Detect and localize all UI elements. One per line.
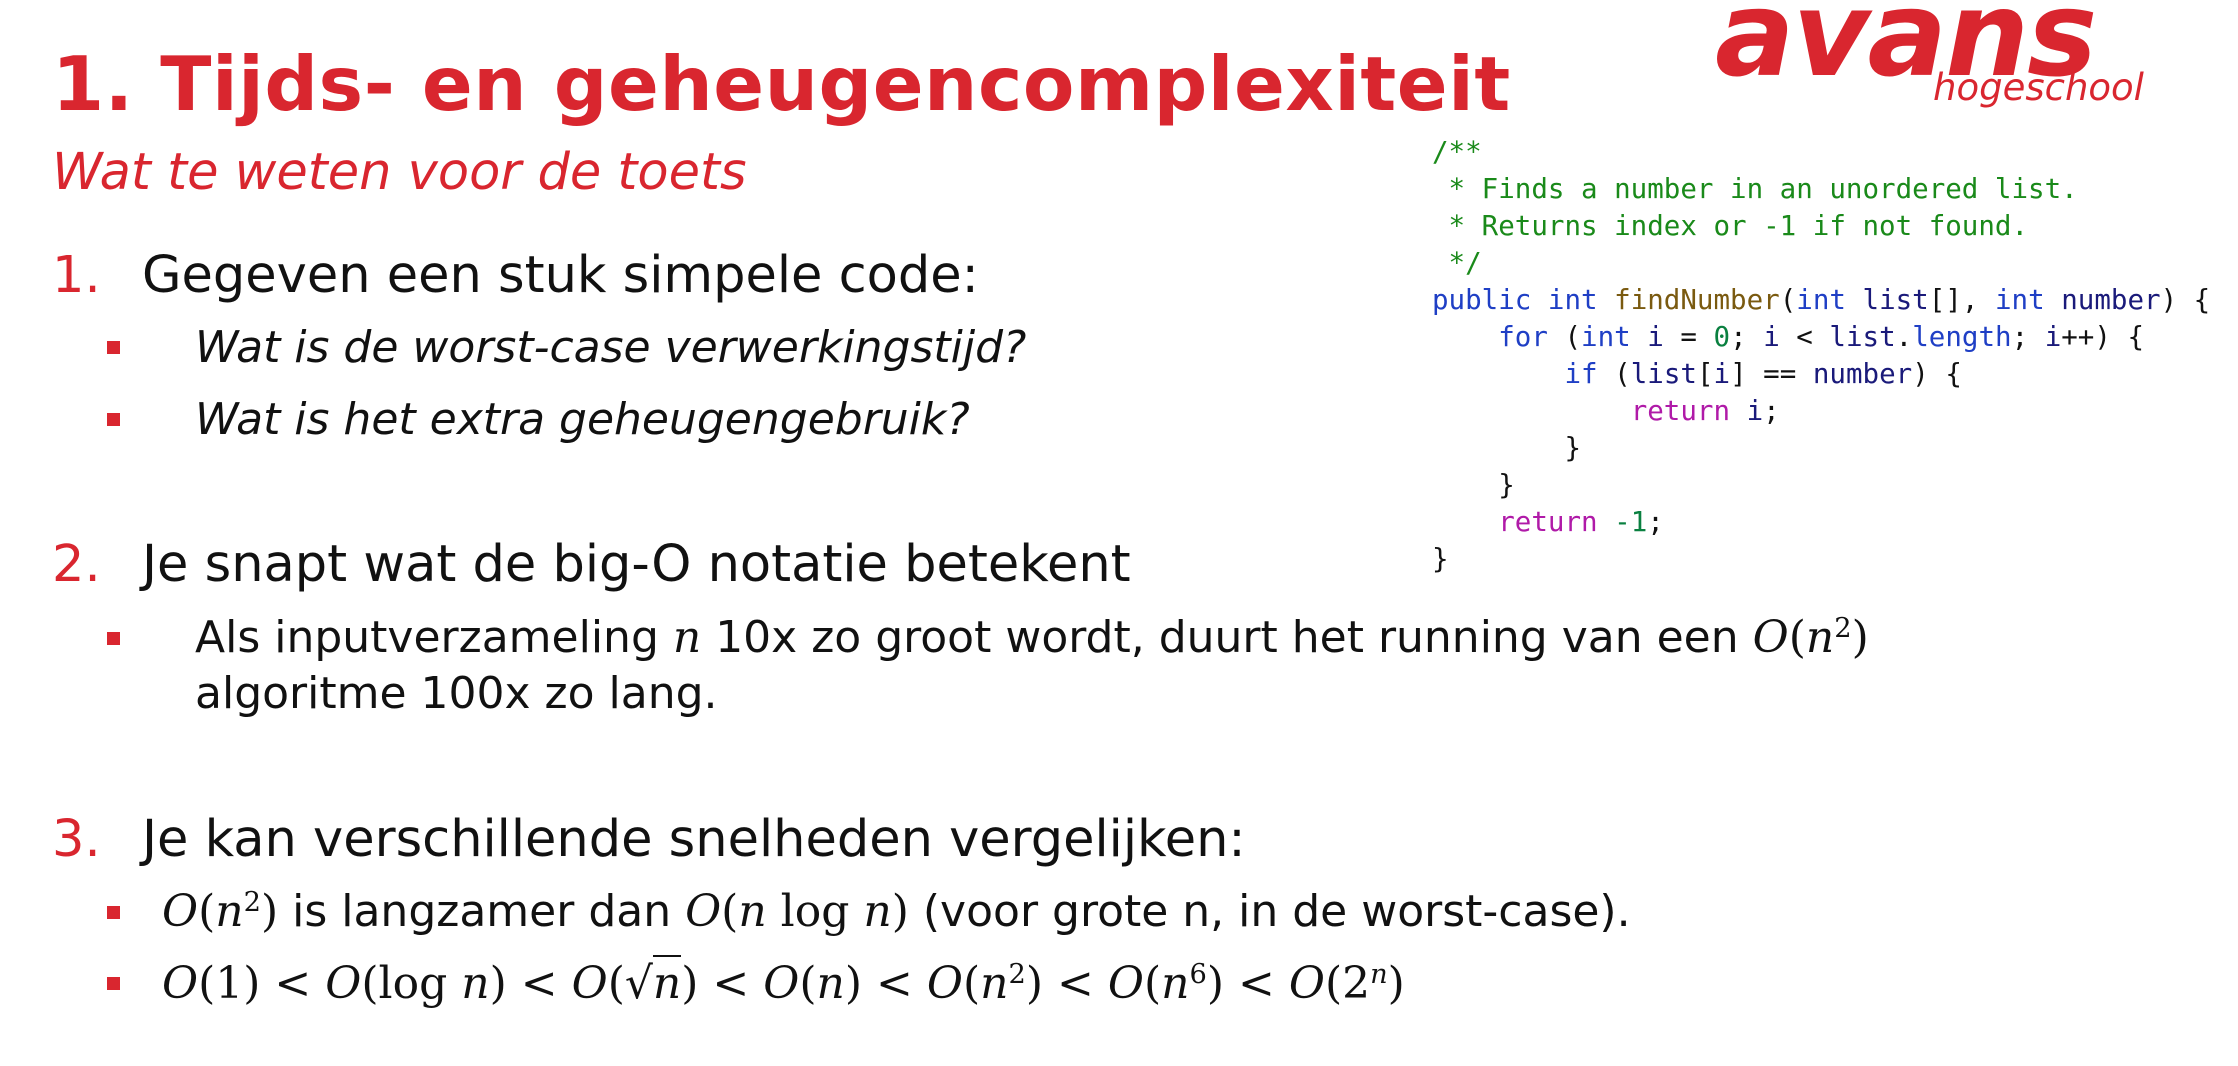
code-keyword: int <box>1796 284 1846 316</box>
section-3-number: 3. <box>52 810 101 869</box>
section-1-bullet-2: Wat is het extra geheugengebruik? <box>195 394 970 445</box>
bullet-marker <box>107 341 120 354</box>
code-variable: i <box>1647 321 1664 353</box>
formula-o-n-squared: O(n2) <box>162 886 279 937</box>
section-2-heading: Je snapt wat de big-O notatie betekent <box>142 535 1131 594</box>
bullet-text: (voor grote n, in de worst-case). <box>908 886 1631 937</box>
code-param: list <box>1862 284 1929 316</box>
code-keyword: for <box>1498 321 1548 353</box>
bullet-text: is langzamer dan <box>278 886 686 937</box>
code-comment: * Finds a number in an unordered list. <box>1432 173 2078 205</box>
bullet-marker <box>107 906 120 919</box>
code-comment: /** <box>1432 136 1482 168</box>
code-keyword: public <box>1432 284 1532 316</box>
code-variable: i <box>2044 321 2062 353</box>
code-keyword: int <box>1581 321 1631 353</box>
code-comment: * Returns index or -1 if not found. <box>1432 210 2029 242</box>
section-2-bullet-line-1: Als inputverzameling n 10x zo groot word… <box>195 612 1869 663</box>
complexity-ordering-formula: O(1) < O(log n) < O(√n) < O(n) < O(n2) <… <box>162 955 1405 1009</box>
code-return-keyword: return <box>1630 395 1731 427</box>
section-3-heading: Je kan verschillende snelheden vergelijk… <box>142 810 1246 869</box>
section-3-bullet-1: O(n2) is langzamer dan O(n log n) (voor … <box>162 886 1631 937</box>
bullet-marker <box>107 413 120 426</box>
code-variable: i <box>1713 358 1731 390</box>
code-function-name: findNumber <box>1614 284 1780 316</box>
code-snippet: /** * Finds a number in an unordered lis… <box>1432 136 2211 575</box>
bullet-marker <box>107 632 120 645</box>
formula-o-n-log-n: O(n log n) <box>685 886 909 937</box>
avans-logo: avans hogeschool <box>1705 0 2144 115</box>
code-variable: i <box>1763 321 1780 353</box>
section-2-number: 2. <box>52 535 101 594</box>
logo-subtitle: hogeschool <box>1933 66 2144 109</box>
bullet-marker <box>107 977 120 990</box>
page-title: 1. Tijds- en geheugencomplexiteit <box>52 40 1511 128</box>
logo-wordmark: avans <box>1715 0 2097 103</box>
section-1-bullet-1: Wat is de worst-case verwerkingstijd? <box>195 322 1027 373</box>
code-keyword: int <box>1994 284 2045 316</box>
bullet-text: Als inputverzameling <box>195 612 673 663</box>
code-property: length <box>1912 321 2012 353</box>
section-2-bullet-line-2: algoritme 100x zo lang. <box>195 668 718 719</box>
code-variable: list <box>1829 321 1896 353</box>
code-keyword: int <box>1547 284 1598 316</box>
code-comment: */ <box>1432 247 1482 279</box>
code-keyword: if <box>1564 358 1598 390</box>
code-number: -1 <box>1614 506 1648 538</box>
bullet-text: 10x zo groot wordt, duurt het running va… <box>701 612 1753 663</box>
code-param: number <box>1812 358 1913 390</box>
code-number: 0 <box>1713 321 1731 353</box>
page-subtitle: Wat te weten voor de toets <box>52 143 747 202</box>
code-variable: list <box>1630 358 1697 390</box>
section-1-number: 1. <box>52 246 101 305</box>
formula-o-n-squared: O(n2) <box>1752 612 1869 663</box>
code-variable: i <box>1746 395 1764 427</box>
code-param: number <box>2061 284 2161 316</box>
section-1-heading: Gegeven een stuk simpele code: <box>142 246 979 305</box>
code-return-keyword: return <box>1498 506 1598 538</box>
variable-n: n <box>672 612 702 663</box>
